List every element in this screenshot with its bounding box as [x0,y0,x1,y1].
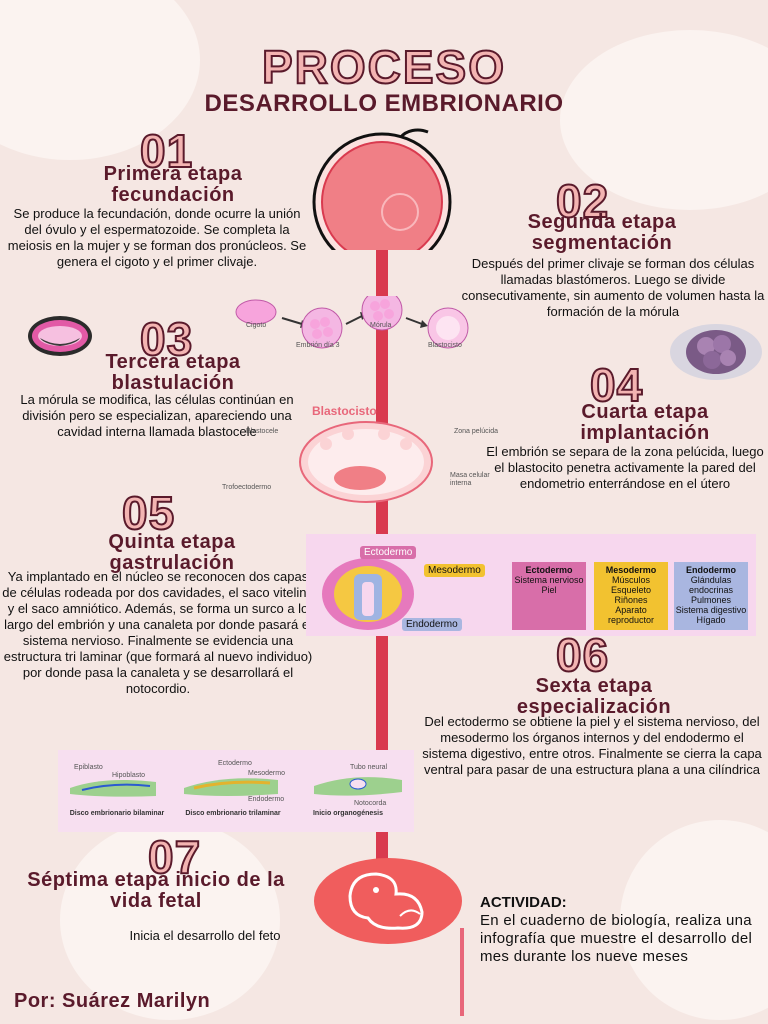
column-item: Sistema nervioso [514,575,584,585]
column-title: Mesodermo [605,565,657,575]
diagram-caption: Disco embrionario trilaminar [185,810,281,817]
column-item: Músculos [611,575,650,585]
page-subtitle: DESARROLLO EMBRIONARIO [204,90,564,117]
stage-number-07: 07 [147,831,202,883]
germ-layers-panel: Ectodermo Mesodermo Endodermo Ectodermo … [306,534,756,636]
column-item: Hígado [696,615,726,625]
stage-title-06: Sexta etapa especialización [516,675,672,718]
diagram-caption: Disco embrionario bilaminar [69,810,165,817]
stage-text-07: Inicia el desarrollo del feto [129,928,281,943]
column-item: Sistema digestivo [675,605,747,615]
diagram-label: Notocorda [354,800,387,807]
embryo-disc-illustrations [70,777,402,797]
stage-title-07: Séptima etapa inicio de la vida fetal [27,869,285,912]
stage-title-01: Primera etapa fecundación [103,163,243,206]
stage-text-03: La mórula se modifica, las células conti… [20,392,294,439]
column-title: Endodermo [685,565,736,575]
blastocyst-diagram [299,421,433,503]
stage-title-04: Cuarta etapa implantación [580,401,710,444]
stage-text-04: El embrión se separa de la zona pelúcida… [486,444,764,491]
column-item: Aparato reproductor [607,605,655,625]
activity-title: ACTIVIDAD: [480,894,567,911]
layer-label: Mesodermo [424,564,485,577]
stage-title-05: Quinta etapa gastrulación [108,531,236,574]
diagram-label: Zona pelúcida [454,428,498,435]
author-credit: Por: Suárez Marilyn [14,990,211,1012]
page-title: PROCESO [261,41,507,93]
layer-label: Ectodermo [360,546,417,559]
diagram-label: Endodermo [248,796,285,803]
stage-title-03: Tercera etapa blastulación [105,351,241,394]
stage-text-02: Después del primer clivaje se forman dos… [461,256,765,319]
germ-column-endodermo: Endodermo Glándulas endocrinas Pulmones … [674,562,748,630]
germ-column-ectodermo: Ectodermo Sistema nervioso Piel [512,562,586,630]
stage-text-06: Del ectodermo se obtiene la piel y el si… [422,714,762,777]
background-blob [560,30,768,210]
stage-number-03: 03 [139,313,194,365]
column-item: Riñones [614,595,648,605]
stage-number-04: 04 [589,359,644,411]
stage-number-05: 05 [121,487,176,539]
diagram-label: Blastocisto [428,342,462,349]
stage-title-02: Segunda etapa segmentación [527,211,677,254]
diagram-label: Trofoectodermo [222,484,272,491]
diagram-label: Blastocele [246,428,279,435]
diagram-label: Embrión día 3 [296,342,340,349]
column-item: Pulmones [690,595,732,605]
diagram-label: Mesodermo [248,770,285,777]
background-blob [60,820,280,1020]
activity-text: En el cuaderno de biología, realiza una … [480,912,753,965]
stage-text-01: Se produce la fecundación, donde ocurre … [7,206,307,269]
gastrula-illustration [322,558,414,630]
blastocyst-title: Blastocisto [312,404,377,418]
blastula-icon [28,316,92,356]
diagram-label: Ectodermo [218,760,252,767]
stage-number-06: 06 [555,629,610,681]
diagram-label: Epiblasto [74,764,103,771]
column-item: Glándulas endocrinas [688,575,734,595]
background-blob [620,820,768,1020]
diagram-label: Hipoblasto [112,772,146,779]
stage-text-05: Ya implantado en el núcleo se reconocen … [2,569,314,696]
column-title: Ectodermo [525,565,573,575]
segmentation-diagram [235,296,469,349]
activity-accent-bar [460,928,464,1016]
diagram-caption: Inicio organogénesis [312,810,383,817]
ovum-sperm-illustration [312,128,452,250]
stage-number-01: 01 [139,125,194,177]
diagram-label: Tubo neural [350,764,388,771]
stage-number-02: 02 [555,175,610,227]
fetus-illustration [314,858,462,944]
layer-label: Endodermo [402,618,462,631]
column-item: Esqueleto [610,585,652,595]
morula-photo [670,324,762,380]
column-item: Piel [541,585,557,595]
embryo-disc-diagram: Epiblasto Hipoblasto Ectodermo Mesodermo… [58,750,414,832]
diagram-label: Masa celular interna [450,472,490,487]
diagram-label: Cigoto [246,322,267,329]
germ-column-mesodermo: Mesodermo Músculos Esqueleto Riñones Apa… [594,562,668,630]
diagram-label: Mórula [370,322,392,329]
